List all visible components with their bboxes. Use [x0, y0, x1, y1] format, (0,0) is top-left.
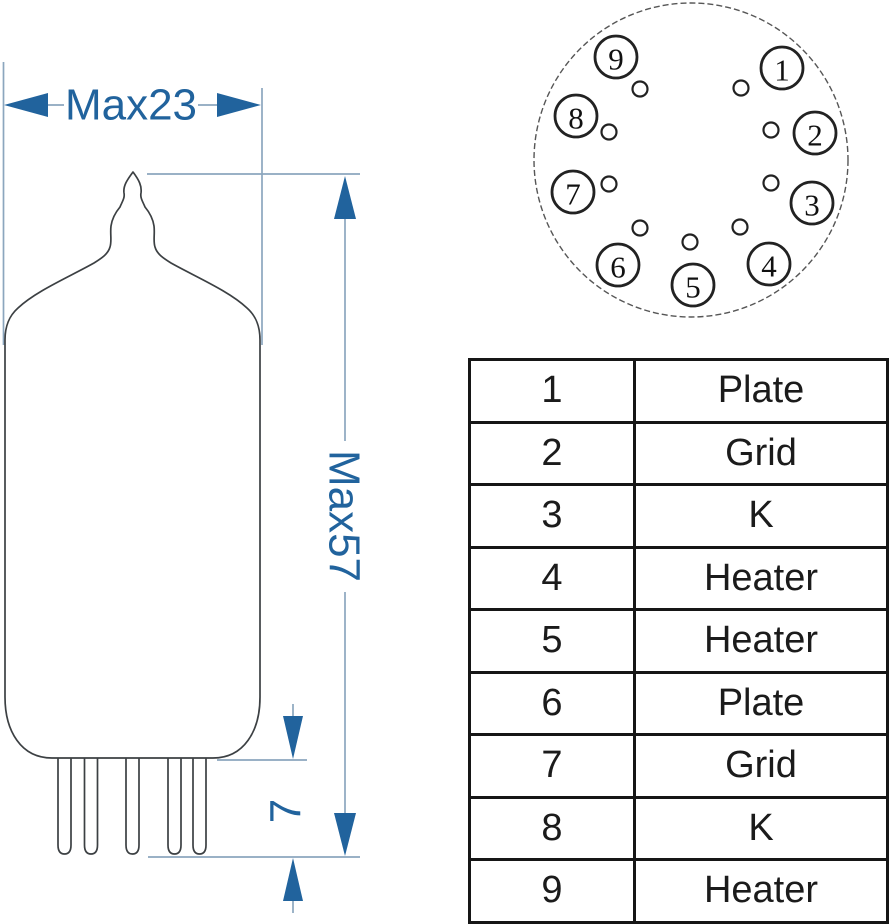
- pin-hole-5: [681, 233, 699, 251]
- pin-hole-9: [631, 80, 649, 98]
- pin-label-2: 2: [792, 110, 838, 156]
- tube-pins: [57, 757, 207, 855]
- height-dimension-label: Max57: [320, 450, 369, 582]
- pin-function-cell: Heater: [633, 858, 889, 924]
- dimension-lines: [2, 62, 360, 913]
- table-row: 6 Plate: [468, 670, 889, 736]
- pin-hole-3: [762, 174, 780, 192]
- tube-pin: [57, 757, 72, 855]
- arrow-up-icon: [334, 176, 356, 219]
- pin-number: 3: [804, 188, 820, 223]
- pin-number-cell: 2: [468, 420, 636, 486]
- pin-hole-4: [731, 218, 749, 236]
- pin-label-1: 1: [759, 45, 805, 91]
- pin-number: 1: [774, 53, 790, 88]
- pin-number: 2: [807, 118, 823, 153]
- pin-function-cell: K: [633, 483, 889, 549]
- table-row: 5 Heater: [468, 608, 889, 674]
- pin-number: 9: [608, 42, 624, 77]
- pin-number-cell: 8: [468, 795, 636, 861]
- table-row: 4 Heater: [468, 545, 889, 611]
- pin-function-cell: K: [633, 795, 889, 861]
- pin-function-cell: Heater: [633, 545, 889, 611]
- pin-number: 4: [761, 249, 777, 284]
- width-dimension-label: Max23: [65, 81, 197, 130]
- pin-number-cell: 3: [468, 483, 636, 549]
- tube-outline: [4, 171, 261, 759]
- pin-number-cell: 6: [468, 670, 636, 736]
- pin-label-8: 8: [553, 93, 599, 139]
- table-row: 1 Plate: [468, 358, 889, 424]
- pin-number-cell: 1: [468, 358, 636, 424]
- tube-pin: [83, 757, 99, 855]
- pin-number: 7: [565, 177, 581, 212]
- pin-hole-2: [762, 121, 780, 139]
- pin-label-5: 5: [670, 262, 716, 308]
- pin-label-9: 9: [593, 34, 639, 80]
- socket-diagram: 1 2 3 4 5 6 7: [533, 2, 849, 318]
- arrow-right-icon: [217, 93, 261, 117]
- tube-pin: [167, 757, 182, 855]
- arrow-down-icon: [334, 813, 356, 856]
- pin-number: 8: [568, 101, 584, 136]
- pin-hole-8: [600, 123, 618, 141]
- pin-number: 6: [610, 250, 626, 285]
- pin-number-cell: 5: [468, 608, 636, 674]
- table-row: 3 K: [468, 483, 889, 549]
- pin-label-4: 4: [746, 241, 792, 287]
- pin-hole-7: [600, 175, 618, 193]
- pin-length-dimension-label: 7: [262, 799, 311, 823]
- table-row: 9 Heater: [468, 858, 889, 924]
- pin-label-3: 3: [789, 180, 835, 226]
- table-row: 8 K: [468, 795, 889, 861]
- pin-arrow-up-icon: [283, 858, 303, 901]
- arrow-left-icon: [4, 93, 48, 117]
- socket-pin-labels: 1 2 3 4 5 6 7: [550, 34, 838, 308]
- pin-function-cell: Grid: [633, 420, 889, 486]
- pin-function-cell: Grid: [633, 733, 889, 799]
- table-row: 7 Grid: [468, 733, 889, 799]
- tube-pin: [125, 757, 140, 855]
- pin-function-cell: Heater: [633, 608, 889, 674]
- pin-label-6: 6: [595, 242, 641, 288]
- pin-arrow-down-icon: [283, 716, 303, 759]
- pin-function-cell: Plate: [633, 670, 889, 736]
- pin-function-cell: Plate: [633, 358, 889, 424]
- pin-number: 5: [685, 270, 701, 305]
- pin-function-table: 1 Plate 2 Grid 3 K 4 Heater 5 Heater 6 P…: [468, 358, 889, 924]
- pin-label-7: 7: [550, 169, 596, 215]
- dimension-arrows: [4, 93, 356, 901]
- pin-number-cell: 9: [468, 858, 636, 924]
- pin-number-cell: 4: [468, 545, 636, 611]
- tube-pin: [192, 757, 207, 855]
- pin-number-cell: 7: [468, 733, 636, 799]
- pin-hole-1: [732, 79, 750, 97]
- table-row: 2 Grid: [468, 420, 889, 486]
- pin-hole-6: [631, 219, 649, 237]
- socket-pin-holes: [600, 79, 780, 251]
